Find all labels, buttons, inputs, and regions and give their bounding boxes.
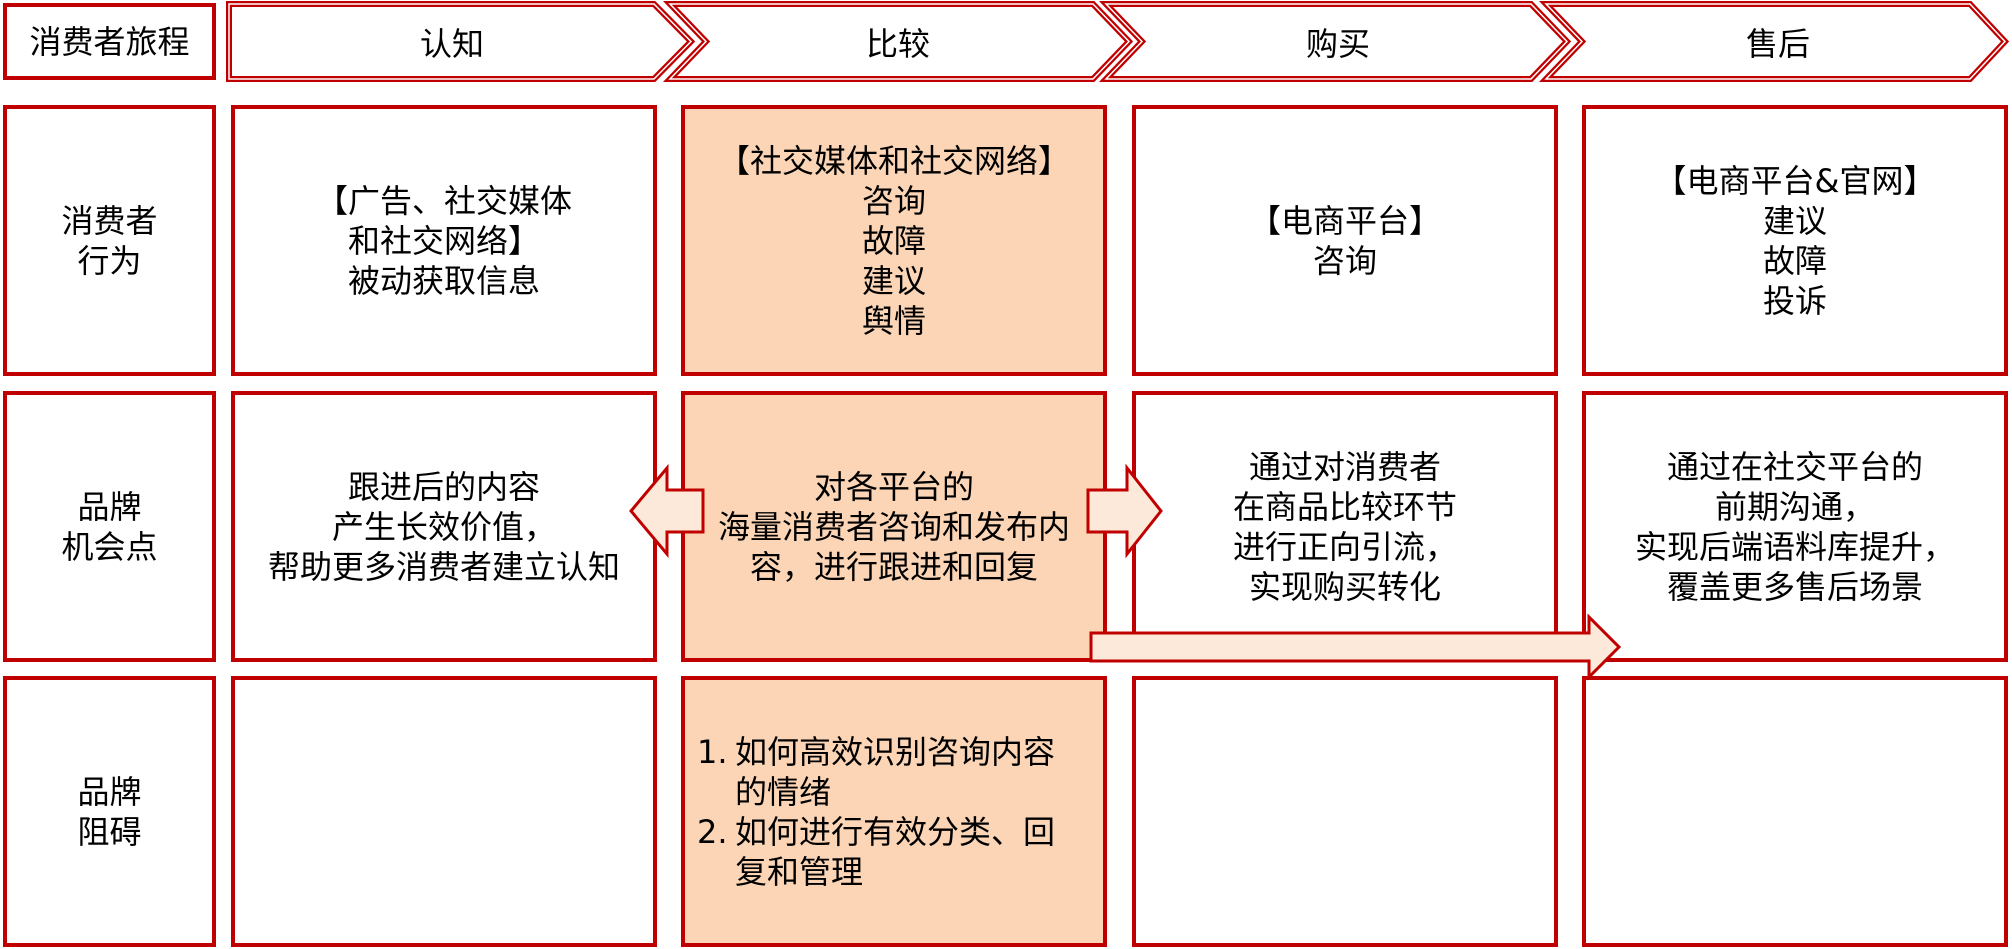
stage-label-comparison: 比较 bbox=[865, 24, 930, 63]
list-item-number: 2. bbox=[697, 812, 728, 851]
cell-opportunity-purchase: 通过对消费者 在商品比较环节 进行正向引流， 实现购买转化 bbox=[1132, 391, 1558, 662]
list-item-number: 1. bbox=[697, 732, 728, 771]
cell-line: 覆盖更多售后场景 bbox=[1666, 567, 1923, 606]
cell-line: 被动获取信息 bbox=[347, 261, 540, 300]
row-label-line: 品牌 bbox=[77, 487, 142, 526]
stage-chevrons bbox=[226, 1, 2010, 82]
stage-label-after-sales: 售后 bbox=[1745, 24, 1810, 63]
cell-line: 实现后端语料库提升， bbox=[1634, 527, 1955, 566]
list-item: 1. 如何高效识别咨询内容的情绪 bbox=[697, 732, 1071, 812]
cell-behavior-after-sales: 【电商平台&官网】 建议 故障 投诉 bbox=[1582, 105, 2008, 376]
cell-line: 咨询 bbox=[1312, 241, 1377, 280]
cell-line: 建议 bbox=[861, 261, 926, 300]
row-label-consumer-behavior: 消费者 行为 bbox=[3, 105, 216, 376]
stage-label-purchase: 购买 bbox=[1305, 24, 1370, 63]
cell-line: 【电商平台&官网】 bbox=[1654, 161, 1936, 200]
row-label-brand-opportunity: 品牌 机会点 bbox=[3, 391, 216, 662]
cell-line: 舆情 bbox=[861, 301, 926, 340]
cell-line: 前期沟通， bbox=[1714, 487, 1875, 526]
row-label-line: 品牌 bbox=[77, 772, 142, 811]
cell-line: 咨询 bbox=[861, 181, 926, 220]
row-label-line: 阻碍 bbox=[77, 812, 142, 851]
cell-line: 【电商平台】 bbox=[1248, 201, 1441, 240]
stage-chevron-awareness bbox=[226, 1, 696, 82]
cell-line: 通过在社交平台的 bbox=[1666, 447, 1923, 486]
stage-chevron-purchase bbox=[1098, 1, 1572, 82]
cell-behavior-awareness: 【广告、社交媒体 和社交网络】 被动获取信息 bbox=[231, 105, 657, 376]
cell-line: 故障 bbox=[1762, 241, 1827, 280]
cell-opportunity-awareness: 跟进后的内容 产生长效价值， 帮助更多消费者建立认知 bbox=[231, 391, 657, 662]
journey-corner-label: 消费者旅程 bbox=[29, 22, 190, 61]
cell-obstacle-purchase bbox=[1132, 676, 1558, 947]
cell-opportunity-after-sales: 通过在社交平台的 前期沟通， 实现后端语料库提升， 覆盖更多售后场景 bbox=[1582, 391, 2008, 662]
cell-line: 【社交媒体和社交网络】 bbox=[717, 141, 1070, 180]
cell-line: 通过对消费者 bbox=[1248, 447, 1441, 486]
cell-obstacle-after-sales bbox=[1582, 676, 2008, 947]
list-item-text: 如何高效识别咨询内容的情绪 bbox=[735, 732, 1056, 811]
cell-line: 投诉 bbox=[1762, 281, 1827, 320]
cell-line: 产生长效价值， bbox=[331, 507, 556, 546]
cell-line: 建议 bbox=[1762, 201, 1827, 240]
list-item-text: 如何进行有效分类、回复和管理 bbox=[735, 812, 1056, 891]
cell-opportunity-comparison: 对各平台的 海量消费者咨询和发布内 容，进行跟进和回复 bbox=[681, 391, 1107, 662]
cell-line: 帮助更多消费者建立认知 bbox=[267, 547, 620, 586]
stage-chevron-after-sales bbox=[1538, 1, 2010, 82]
row-label-line: 行为 bbox=[77, 241, 142, 280]
obstacle-list: 1. 如何高效识别咨询内容的情绪 2. 如何进行有效分类、回复和管理 bbox=[697, 732, 1071, 892]
cell-behavior-purchase: 【电商平台】 咨询 bbox=[1132, 105, 1558, 376]
cell-line: 实现购买转化 bbox=[1248, 567, 1441, 606]
cell-line: 进行正向引流， bbox=[1232, 527, 1457, 566]
cell-line: 跟进后的内容 bbox=[347, 467, 540, 506]
cell-line: 故障 bbox=[861, 221, 926, 260]
row-label-brand-obstacle: 品牌 阻碍 bbox=[3, 676, 216, 947]
cell-line: 容，进行跟进和回复 bbox=[749, 547, 1038, 586]
cell-obstacle-comparison: 1. 如何高效识别咨询内容的情绪 2. 如何进行有效分类、回复和管理 bbox=[681, 676, 1107, 947]
cell-line: 海量消费者咨询和发布内 bbox=[717, 507, 1070, 546]
list-item: 2. 如何进行有效分类、回复和管理 bbox=[697, 812, 1071, 892]
row-label-line: 消费者 bbox=[61, 201, 158, 240]
cell-behavior-comparison: 【社交媒体和社交网络】 咨询 故障 建议 舆情 bbox=[681, 105, 1107, 376]
cell-line: 在商品比较环节 bbox=[1232, 487, 1457, 526]
cell-line: 【广告、社交媒体 bbox=[315, 181, 572, 220]
cell-line: 和社交网络】 bbox=[347, 221, 540, 260]
stage-label-awareness: 认知 bbox=[419, 24, 484, 63]
cell-obstacle-awareness bbox=[231, 676, 657, 947]
journey-corner-label-box: 消费者旅程 bbox=[3, 3, 216, 80]
cell-line: 对各平台的 bbox=[813, 467, 974, 506]
row-label-line: 机会点 bbox=[61, 527, 158, 566]
stage-chevron-comparison bbox=[662, 1, 1134, 82]
